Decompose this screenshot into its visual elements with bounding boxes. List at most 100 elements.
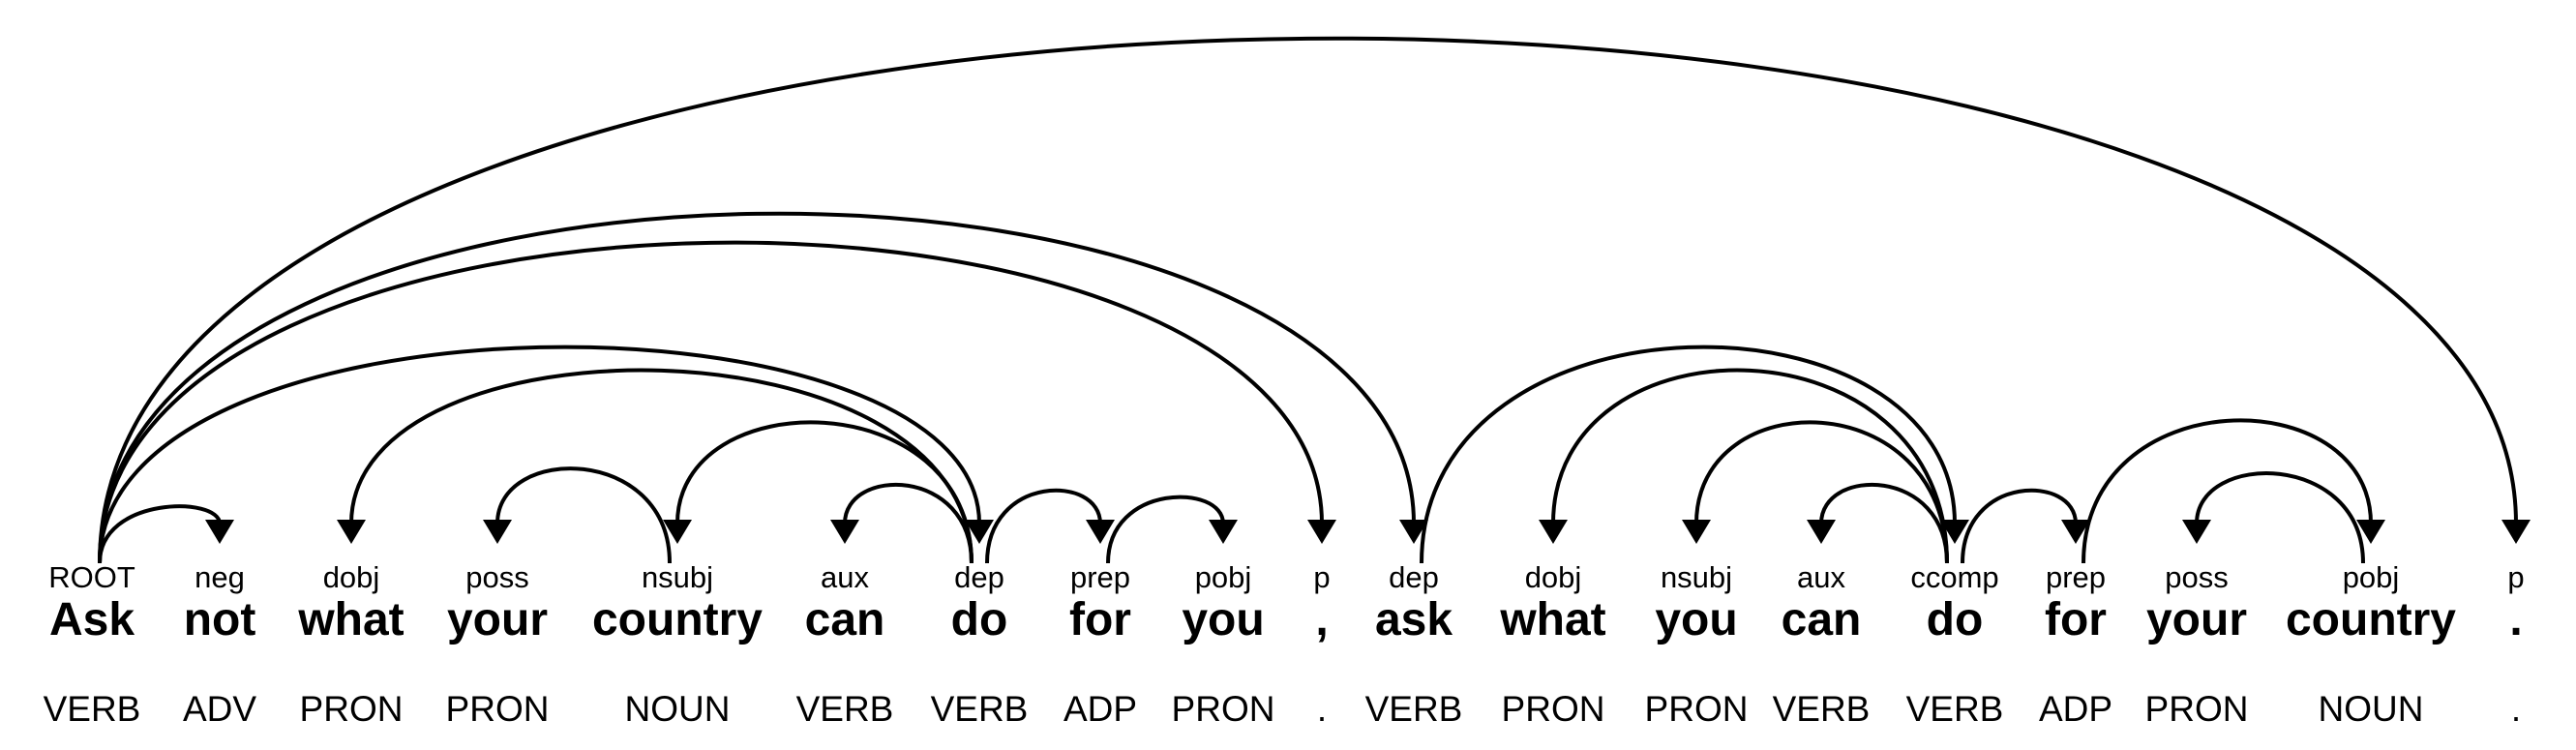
dep-label: prep [1070, 560, 1130, 594]
dep-label: prep [2046, 560, 2106, 594]
dep-label: dep [1389, 560, 1439, 594]
dep-label: dobj [323, 560, 380, 594]
pos-tag: PRON [1645, 689, 1749, 729]
token-word: do [1927, 594, 1984, 645]
arrowhead-dobj [1539, 520, 1568, 544]
arrows-layer [205, 520, 2531, 544]
pos-tag: PRON [2145, 689, 2249, 729]
token-word: for [1069, 594, 1131, 645]
arrowhead-neg [205, 520, 234, 544]
dep-arc-dobj [349, 368, 973, 564]
pos-tag: PRON [1172, 689, 1275, 729]
dep-label: aux [1797, 560, 1845, 594]
pos-tag: ADP [2039, 689, 2112, 729]
token-18: p.. [2507, 560, 2524, 729]
token-word: can [1782, 594, 1862, 645]
arrowhead-dobj [337, 520, 366, 544]
dep-label: pobj [2343, 560, 2400, 594]
token-word: , [1315, 594, 1328, 645]
dep-arc-ccomp [1420, 345, 1957, 564]
dep-label: ccomp [1910, 560, 1998, 594]
token-word: country [592, 594, 763, 645]
dep-label: p [1313, 560, 1330, 594]
token-word: what [297, 594, 404, 645]
token-word: for [2045, 594, 2107, 645]
token-word: ask [1375, 594, 1453, 645]
arrowhead-dep [965, 520, 994, 544]
token-word: you [1182, 594, 1264, 645]
dep-label: poss [465, 560, 528, 594]
arrowhead-nsubj [1682, 520, 1711, 544]
token-word: not [184, 594, 256, 645]
dep-arc-aux [843, 482, 973, 564]
token-word: Ask [49, 594, 135, 645]
arrowhead-p [2501, 520, 2531, 544]
dep-label: dep [954, 560, 1004, 594]
dep-label: p [2507, 560, 2524, 594]
pos-tag: PRON [446, 689, 550, 729]
token-word: do [951, 594, 1008, 645]
arrowhead-p [1307, 520, 1336, 544]
dep-label: aux [821, 560, 869, 594]
dep-label: nsubj [642, 560, 713, 594]
pos-tag: VERB [44, 689, 141, 729]
dep-arc-p [98, 240, 1324, 564]
pos-tag: VERB [1773, 689, 1871, 729]
pos-tag: NOUN [625, 689, 731, 729]
arcs-layer [98, 36, 2518, 564]
arrowhead-poss [2182, 520, 2211, 544]
dep-arc-poss [2195, 471, 2365, 564]
dep-arc-prep [1961, 488, 2078, 564]
dep-label: neg [195, 560, 245, 594]
arrowhead-dep [1399, 520, 1428, 544]
token-9: p,. [1313, 560, 1330, 729]
dep-label: nsubj [1661, 560, 1732, 594]
pos-tag: VERB [931, 689, 1029, 729]
dep-arc-dep [98, 211, 1416, 564]
pos-tag: . [2511, 689, 2521, 729]
pos-tag: PRON [1502, 689, 1605, 729]
dep-label: dobj [1525, 560, 1582, 594]
token-word: your [447, 594, 548, 645]
pos-tag: PRON [300, 689, 404, 729]
dep-arc-prep [985, 488, 1102, 564]
dep-arc-aux [1819, 482, 1949, 564]
pos-tag: . [1317, 689, 1327, 729]
dep-label: poss [2165, 560, 2228, 594]
token-word: can [805, 594, 885, 645]
dep-label: pobj [1195, 560, 1252, 594]
arrowhead-prep [2061, 520, 2090, 544]
dep-arc-p [98, 36, 2518, 564]
dep-arc-dobj [1551, 368, 1949, 564]
pos-tag: VERB [796, 689, 894, 729]
dep-arc-dep [98, 345, 981, 564]
dep-arc-pobj [2082, 418, 2373, 564]
arrowhead-aux [830, 520, 859, 544]
arrowhead-pobj [2356, 520, 2385, 544]
arrowhead-nsubj [663, 520, 692, 544]
token-word: your [2146, 594, 2247, 645]
tokens-layer: ROOTAskVERBnegnotADVdobjwhatPRONpossyour… [44, 560, 2525, 729]
dep-label: ROOT [48, 560, 135, 594]
token-word: . [2509, 594, 2522, 645]
arrowhead-poss [483, 520, 512, 544]
dep-arc-neg [98, 504, 222, 564]
pos-tag: ADV [183, 689, 256, 729]
